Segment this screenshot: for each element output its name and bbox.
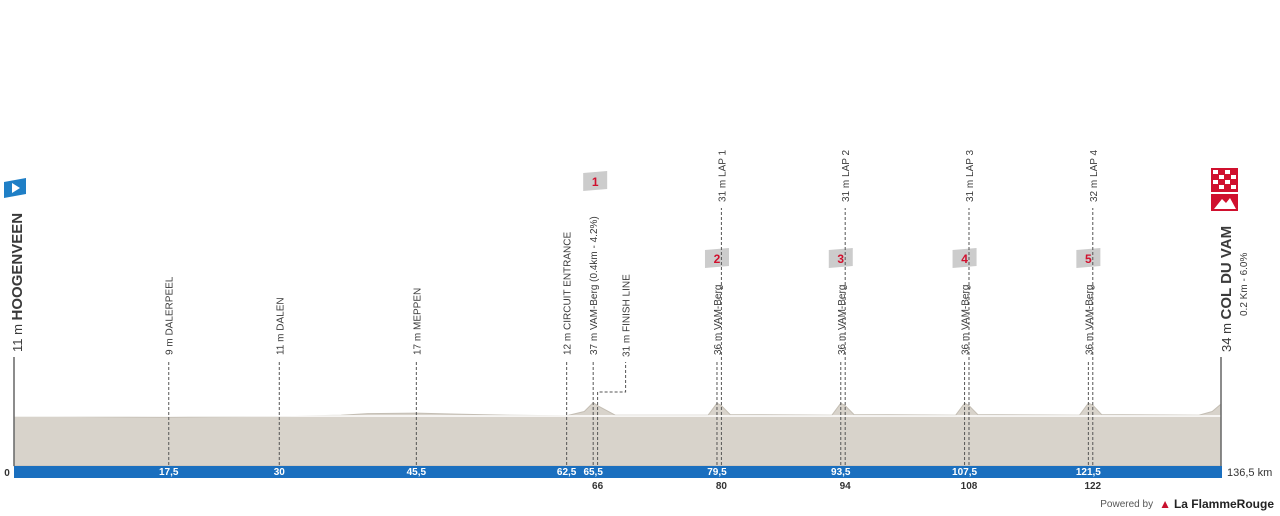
- start-flag-icon: [4, 178, 26, 198]
- climb-flag: [1076, 248, 1101, 268]
- climb-number: 5: [1085, 252, 1092, 266]
- mountain-finish-icon: [1211, 194, 1238, 211]
- x-origin-label: 0: [4, 468, 10, 479]
- distance-axis-bar: [14, 466, 1222, 478]
- poi-label: 36 m VAM-Berg: [837, 285, 848, 355]
- x-tick-label: 65,5: [583, 467, 603, 478]
- climb-flag: [828, 248, 853, 268]
- climb-marker: 3: [828, 248, 853, 268]
- finish-label: 34 m COL DU VAM: [1218, 226, 1235, 352]
- footer: Powered by ▲ La FlammeRouge: [1100, 495, 1274, 513]
- x-tick-label: 107,5: [952, 467, 977, 478]
- checker-cell: [1219, 175, 1224, 179]
- finish-climb-info: 0.2 Km - 6.0%: [1239, 253, 1250, 316]
- climb-marker: 5: [1076, 248, 1101, 268]
- poi-label: 36 m VAM-Berg: [961, 285, 972, 355]
- climb-number: 1: [592, 175, 599, 189]
- x-tick-label: 62,5: [557, 467, 577, 478]
- play-icon: [12, 183, 20, 193]
- brand-logo[interactable]: ▲ La FlammeRouge: [1159, 497, 1274, 511]
- climb-number: 3: [837, 252, 844, 266]
- poi-label: 31 m LAP 2: [841, 149, 852, 202]
- powered-by-text: Powered by: [1100, 498, 1154, 510]
- poi-label: 36 m VAM-Berg: [713, 285, 724, 355]
- start-label: 11 m HOOGENVEEN: [9, 213, 26, 352]
- poi-label: 17 m MEPPEN: [412, 288, 423, 355]
- checker-cell: [1213, 170, 1218, 174]
- climb-number: 2: [714, 252, 721, 266]
- climb-flag: [952, 248, 977, 268]
- poi-line: [597, 362, 627, 465]
- x-tick-label: 17,5: [159, 467, 179, 478]
- climb-marker: 1: [583, 171, 608, 191]
- finish-flag-icon: [1211, 168, 1238, 192]
- elevation-area: [13, 401, 1222, 467]
- climb-flag: [583, 171, 608, 191]
- checker-cell: [1231, 175, 1236, 179]
- poi-label: 11 m DALEN: [275, 297, 286, 355]
- poi-label: 31 m LAP 1: [717, 149, 728, 202]
- x-tick-label: 79,5: [707, 467, 727, 478]
- poi-label: 32 m LAP 4: [1089, 149, 1100, 202]
- poi-label: 37 m VAM-Berg (0.4km - 4.2%): [589, 216, 600, 355]
- climb-flag: [704, 248, 729, 268]
- checker-cell: [1231, 185, 1236, 189]
- total-distance-label: 136,5 km: [1227, 467, 1272, 479]
- climb-number: 4: [961, 252, 968, 266]
- x-below-label: 94: [840, 481, 852, 492]
- climb-marker: 4: [952, 248, 977, 268]
- x-below-label: 66: [592, 481, 604, 492]
- mountain-shape: [1214, 198, 1236, 209]
- x-tick-label: 93,5: [831, 467, 851, 478]
- poi-label: 31 m LAP 3: [965, 149, 976, 202]
- x-tick-label: 30: [274, 467, 286, 478]
- flame-icon: ▲: [1159, 497, 1171, 511]
- x-tick-label: 45,5: [407, 467, 427, 478]
- checker-cell: [1225, 180, 1230, 184]
- climb-marker: 2: [704, 248, 729, 268]
- x-below-label: 108: [961, 481, 978, 492]
- checker-cell: [1213, 180, 1218, 184]
- checker-cell: [1219, 185, 1224, 189]
- checker-cell: [1225, 170, 1230, 174]
- x-below-label: 122: [1084, 481, 1101, 492]
- poi-label: 9 m DALERPEEL: [165, 276, 176, 355]
- poi-label: 36 m VAM-Berg: [1084, 285, 1095, 355]
- x-below-label: 80: [716, 481, 728, 492]
- brand-name: La FlammeRouge: [1173, 497, 1274, 511]
- x-tick-label: 121,5: [1076, 467, 1101, 478]
- poi-label: 12 m CIRCUIT ENTRANCE: [563, 232, 574, 355]
- poi-label: 31 m FINISH LINE: [622, 274, 633, 357]
